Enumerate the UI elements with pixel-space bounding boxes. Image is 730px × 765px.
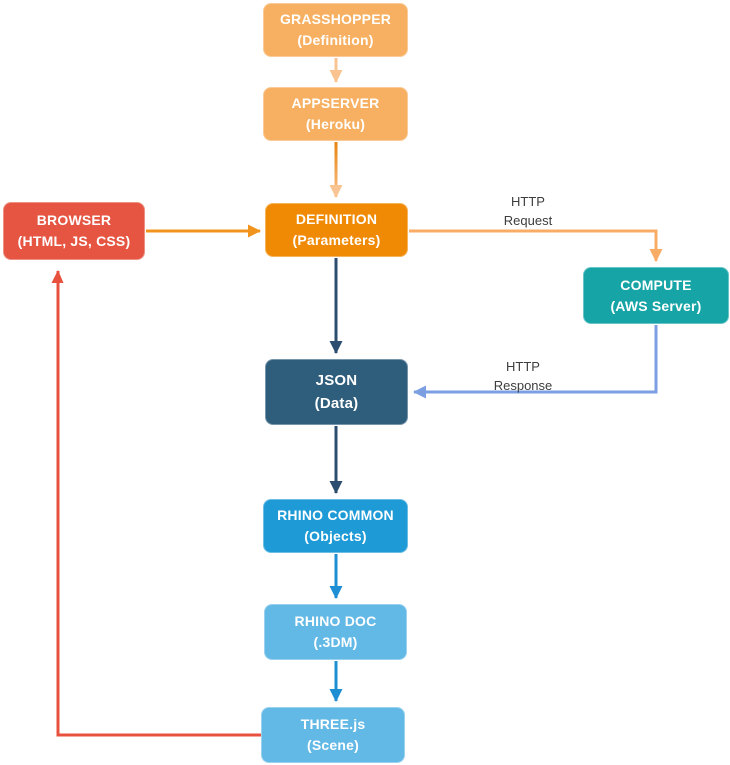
connector-compute-json-http-response	[413, 325, 658, 399]
edge-label-line: HTTP	[511, 194, 545, 209]
node-subtitle: (Data)	[314, 395, 359, 412]
node-rhino-doc: RHINO DOC (.3DM)	[264, 604, 407, 660]
node-subtitle: (Definition)	[297, 32, 374, 48]
node-browser: BROWSER (HTML, JS, CSS)	[3, 202, 145, 260]
node-title: RHINO COMMON	[277, 507, 394, 523]
edge-label-line: Response	[493, 378, 553, 393]
node-title: THREE.js	[300, 716, 366, 732]
node-title: BROWSER	[36, 212, 112, 228]
node-subtitle: (.3DM)	[313, 634, 358, 650]
node-title: GRASSHOPPER	[279, 11, 392, 27]
node-subtitle: (Heroku)	[305, 116, 366, 132]
node-subtitle: (Objects)	[304, 528, 367, 544]
node-title: APPSERVER	[291, 95, 380, 111]
node-threejs: THREE.js (Scene)	[261, 707, 405, 763]
edge-label-line: HTTP	[506, 359, 540, 374]
node-title: DEFINITION	[295, 211, 378, 227]
node-grasshopper: GRASSHOPPER (Definition)	[263, 3, 408, 57]
edge-label-http-response: HTTP Response	[473, 357, 573, 395]
node-appserver: APPSERVER (Heroku)	[263, 87, 408, 141]
node-compute: COMPUTE (AWS Server)	[583, 267, 729, 324]
edge-label-line: Request	[503, 213, 553, 228]
node-subtitle: (AWS Server)	[610, 297, 702, 314]
node-subtitle: (HTML, JS, CSS)	[17, 233, 131, 249]
node-title: COMPUTE	[620, 276, 692, 293]
node-subtitle: (Scene)	[307, 737, 359, 753]
node-definition: DEFINITION (Parameters)	[265, 203, 408, 257]
node-rhino-common: RHINO COMMON (Objects)	[263, 499, 408, 553]
node-subtitle: (Parameters)	[292, 232, 381, 248]
node-title: RHINO DOC	[294, 613, 377, 629]
node-title: JSON	[315, 372, 358, 389]
connector-threejs-browser	[51, 270, 261, 737]
edge-label-http-request: HTTP Request	[478, 192, 578, 230]
connector-definition-compute-http-request	[409, 229, 663, 262]
node-json: JSON (Data)	[265, 359, 408, 425]
